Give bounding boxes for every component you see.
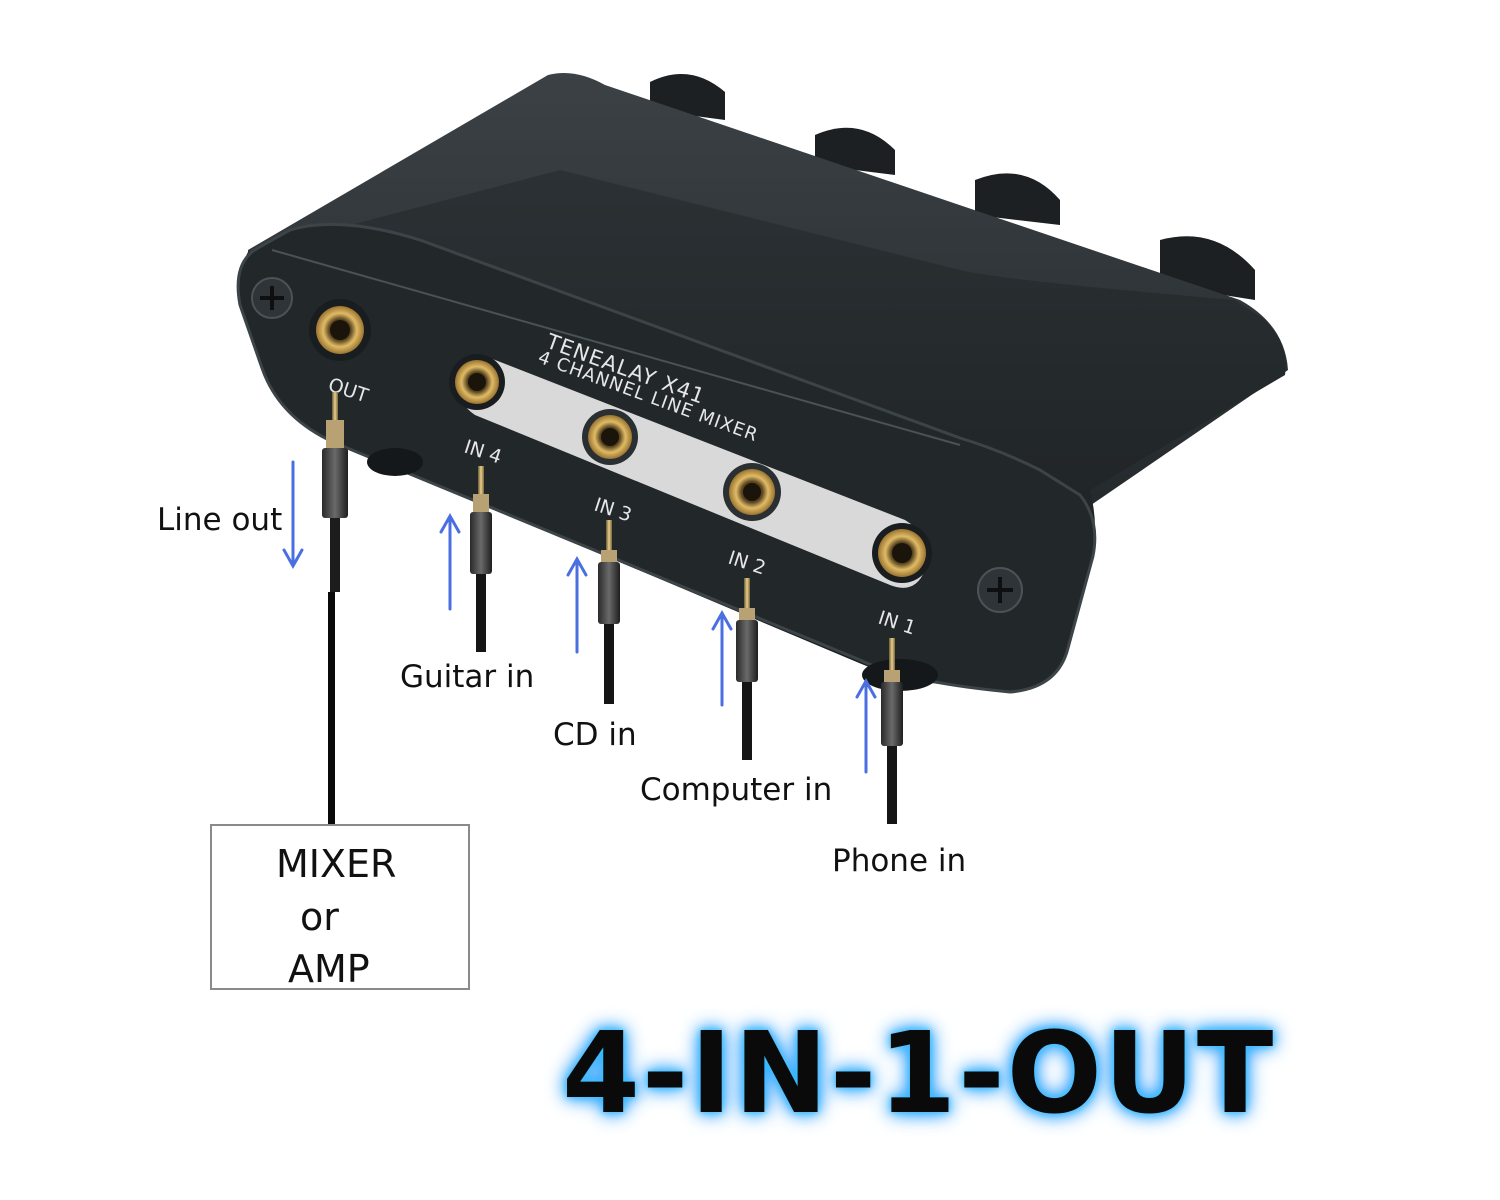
face-highlight: [271, 249, 961, 446]
dest-line-2: or: [300, 895, 339, 939]
cd-in-label: CD in: [553, 717, 637, 753]
cable-out: [322, 392, 348, 824]
screw-right: [977, 567, 1023, 613]
dest-line-3: AMP: [288, 947, 370, 991]
knob-3: [975, 173, 1060, 225]
arrow-computer-in: [711, 609, 733, 707]
cable-in-1: [881, 638, 903, 824]
arrow-line-out: [282, 460, 304, 570]
phone-in-label: Phone in: [832, 843, 967, 879]
jack-in-2: [723, 463, 781, 521]
line-out-label: Line out: [157, 502, 283, 538]
mixer-or-amp-box: MIXER or AMP: [210, 824, 470, 990]
arrows: [282, 460, 877, 774]
label-plate: [456, 354, 926, 588]
headline: 4-IN-1-OUT: [562, 1009, 1276, 1139]
jack-out: [309, 299, 371, 361]
jack-in-3: [582, 409, 638, 465]
cable-in-3: [598, 520, 620, 704]
jack-in-1: [872, 523, 932, 583]
arrow-cd-in: [566, 555, 588, 654]
arrow-phone-in: [855, 677, 877, 774]
jacks: [309, 299, 932, 583]
arrow-guitar-in: [439, 512, 461, 611]
dest-line-1: MIXER: [276, 842, 397, 886]
jack-in-4: [449, 354, 505, 410]
mixer-enclosure: [236, 72, 1288, 694]
foot-left: [367, 448, 423, 476]
screw-left: [251, 277, 293, 319]
computer-in-label: Computer in: [640, 772, 833, 808]
cable-in-2: [736, 578, 758, 760]
cable-in-4: [470, 466, 492, 652]
cables: [322, 392, 903, 824]
guitar-in-label: Guitar in: [400, 659, 535, 695]
